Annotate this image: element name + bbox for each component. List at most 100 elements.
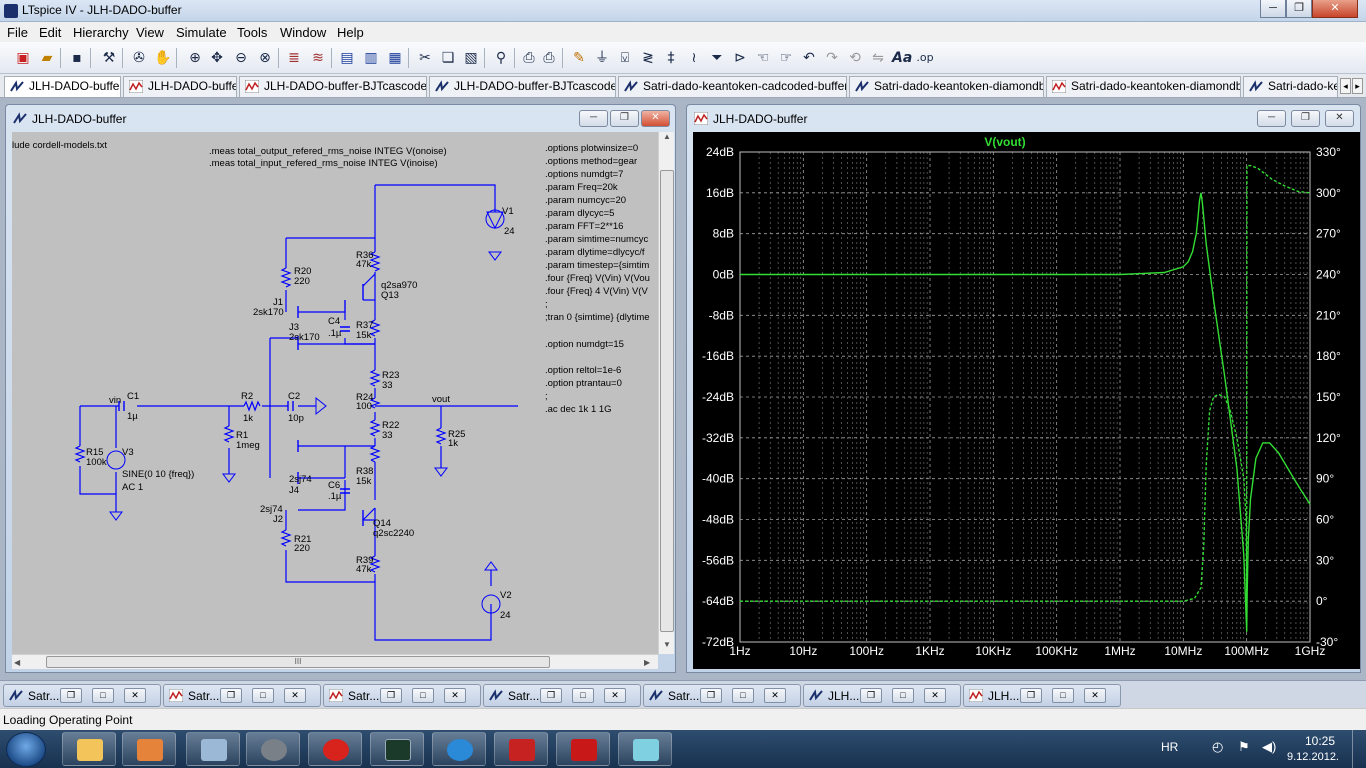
tile-vertical-icon[interactable]: ▦ (388, 50, 402, 66)
close-windows-icon[interactable]: ▥ (364, 50, 378, 66)
print-icon[interactable]: ⎙ (543, 50, 555, 66)
tab-satri-diamondbuff-2[interactable]: Satri-dado-keantoken-diamondbuff (1046, 76, 1241, 97)
scroll-up-button[interactable]: ▲ (663, 132, 671, 141)
minimized-restore-button[interactable]: ❐ (860, 688, 882, 703)
spice-directive-icon[interactable]: .op (916, 51, 934, 64)
menu-window[interactable]: Window (280, 25, 327, 40)
waveform-minimize-button[interactable]: ─ (1257, 110, 1286, 127)
clock-time[interactable]: 10:25 (1305, 734, 1336, 748)
control-panel-icon[interactable]: ⚒ (102, 50, 116, 66)
schematic-horizontal-scrollbar[interactable]: ◀ III ▶ (12, 654, 658, 669)
halt-icon[interactable]: ✋ (154, 50, 172, 66)
tab-satri-cadcoded-buffers[interactable]: Satri-dado-keantoken-cadcoded-buffers-2 (618, 76, 847, 97)
start-button[interactable] (6, 732, 46, 767)
minimized-restore-button[interactable]: ❐ (1020, 688, 1042, 703)
drag-icon[interactable]: ☞ (779, 50, 793, 66)
schematic-minimize-button[interactable]: ─ (579, 110, 608, 127)
menu-view[interactable]: View (136, 25, 164, 40)
new-schematic-icon[interactable]: ▣ (16, 50, 30, 66)
minimized-window[interactable]: Satr...❐□✕ (3, 684, 161, 707)
media-icon[interactable] (122, 732, 176, 766)
menu-simulate[interactable]: Simulate (176, 25, 227, 40)
clock-date[interactable]: 9.12.2012. (1287, 751, 1339, 763)
schematic-vertical-scrollbar[interactable]: ▲ ▼ (658, 132, 674, 654)
tabs-scroll-right-button[interactable]: ▸ (1352, 78, 1363, 94)
minimized-close-button[interactable]: ✕ (604, 688, 626, 703)
waveform-close-button[interactable]: ✕ (1325, 110, 1354, 127)
run-icon[interactable]: ✇ (133, 50, 145, 66)
tab-jlh-dado-buffer-schematic[interactable]: JLH-DADO-buffer (4, 76, 121, 97)
waveform-restore-button[interactable]: ❐ (1291, 110, 1320, 127)
minimized-window[interactable]: JLH...❐□✕ (963, 684, 1121, 707)
minimized-maximize-button[interactable]: □ (892, 688, 914, 703)
move-icon[interactable]: ☜ (756, 50, 770, 66)
paste-icon[interactable]: ▧ (464, 50, 478, 66)
copy-icon[interactable]: ❏ (441, 50, 455, 66)
schematic-canvas[interactable]: lude cordell-models.txt .meas total_outp… (12, 132, 658, 654)
capacitor-icon[interactable]: ‡ (667, 50, 675, 66)
tabs-scroll-left-button[interactable]: ◂ (1340, 78, 1351, 94)
network-tray-icon[interactable]: ◴ (1212, 739, 1224, 754)
scroll-down-button[interactable]: ▼ (663, 640, 671, 649)
zoom-in-icon[interactable]: ⊕ (189, 50, 201, 66)
tab-bjtcascode-b[interactable]: JLH-DADO-buffer-BJTcascode-b (239, 76, 427, 97)
horizontal-scroll-thumb[interactable]: III (46, 656, 550, 668)
inductor-icon[interactable]: ≀ (691, 50, 697, 66)
draw-wire-icon[interactable]: ✎ (573, 50, 585, 66)
zoom-out-icon[interactable]: ⊖ (235, 50, 247, 66)
open-icon[interactable]: ▰ (41, 50, 53, 66)
minimized-restore-button[interactable]: ❐ (60, 688, 82, 703)
minimized-window[interactable]: Satr...❐□✕ (323, 684, 481, 707)
minimized-window[interactable]: Satr...❐□✕ (163, 684, 321, 707)
minimized-maximize-button[interactable]: □ (732, 688, 754, 703)
autorange-icon[interactable]: ≣ (288, 50, 300, 66)
internet-explorer-icon[interactable] (432, 732, 486, 766)
volume-icon[interactable]: ◀) (1262, 739, 1277, 754)
menu-hierarchy[interactable]: Hierarchy (73, 25, 129, 40)
mirror-icon[interactable]: ⇋ (872, 50, 884, 66)
resistor-icon[interactable]: ≷ (642, 50, 654, 66)
minimized-close-button[interactable]: ✕ (444, 688, 466, 703)
scroll-right-button[interactable]: ▶ (644, 658, 651, 667)
minimized-window[interactable]: JLH...❐□✕ (803, 684, 961, 707)
utility-icon[interactable] (246, 732, 300, 766)
minimize-button[interactable]: ─ (1260, 0, 1286, 18)
minimized-close-button[interactable]: ✕ (124, 688, 146, 703)
acrobat-icon[interactable] (556, 732, 610, 766)
show-desktop-button[interactable] (1352, 730, 1366, 768)
minimized-maximize-button[interactable]: □ (412, 688, 434, 703)
minimized-close-button[interactable]: ✕ (1084, 688, 1106, 703)
minimized-restore-button[interactable]: ❐ (540, 688, 562, 703)
language-indicator[interactable]: HR (1161, 740, 1179, 754)
tab-jlh-dado-buffer-plot[interactable]: JLH-DADO-buffer (123, 76, 237, 97)
minimized-maximize-button[interactable]: □ (572, 688, 594, 703)
restore-button[interactable]: ❐ (1286, 0, 1312, 18)
minimized-maximize-button[interactable]: □ (92, 688, 114, 703)
schematic-restore-button[interactable]: ❐ (610, 110, 639, 127)
notes-icon[interactable] (618, 732, 672, 766)
menu-file[interactable]: File (7, 25, 28, 40)
minimized-maximize-button[interactable]: □ (252, 688, 274, 703)
close-button[interactable]: ✕ (1312, 0, 1358, 18)
tab-satri-dado-ke[interactable]: Satri-dado-ke (1243, 76, 1338, 97)
explorer-icon[interactable] (62, 732, 116, 766)
oscilloscope-icon[interactable] (370, 732, 424, 766)
diode-icon[interactable]: ⏷ (711, 50, 723, 66)
antivirus-icon[interactable] (308, 732, 362, 766)
menu-tools[interactable]: Tools (237, 25, 268, 40)
minimized-restore-button[interactable]: ❐ (220, 688, 242, 703)
minimized-close-button[interactable]: ✕ (764, 688, 786, 703)
text-icon[interactable]: Aa (892, 50, 913, 66)
redo-icon[interactable]: ↷ (826, 50, 838, 66)
action-center-icon[interactable]: ⚑ (1238, 739, 1250, 754)
menu-edit[interactable]: Edit (39, 25, 62, 40)
cut-icon[interactable]: ✂ (419, 50, 431, 66)
minimized-window[interactable]: Satr...❐□✕ (643, 684, 801, 707)
undo-icon[interactable]: ↶ (803, 50, 815, 66)
menu-help[interactable]: Help (337, 25, 364, 40)
tile-horizontal-icon[interactable]: ≋ (312, 50, 324, 66)
zoom-fit-icon[interactable]: ⊗ (259, 50, 271, 66)
tab-bjtcascode-c[interactable]: JLH-DADO-buffer-BJTcascode-c (429, 76, 616, 97)
schematic-close-button[interactable]: ✕ (641, 110, 670, 127)
